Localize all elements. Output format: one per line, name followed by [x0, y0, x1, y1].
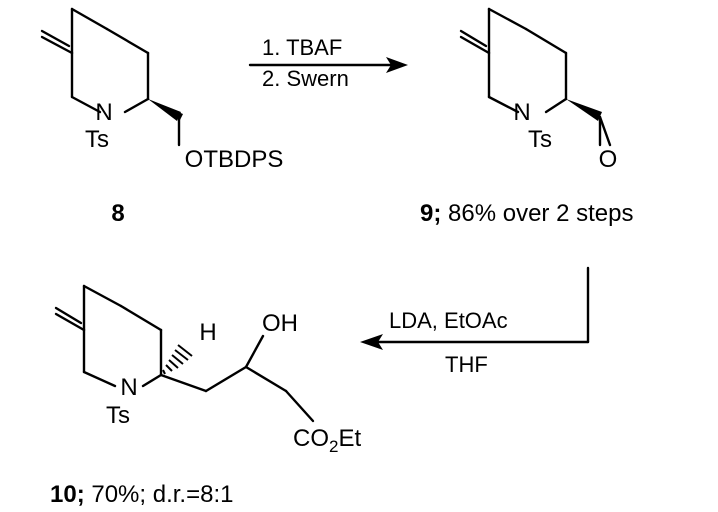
compound-10-ester-subscript: 2: [329, 437, 338, 456]
compound-9-nitrogen: N: [513, 99, 530, 126]
compound-9-oxygen: O: [599, 146, 618, 173]
step-2: LDA, EtOAc THF: [360, 266, 590, 377]
step-1-condition-2: 2. Swern: [262, 66, 349, 91]
compound-8-nitrogen: N: [95, 99, 112, 126]
compound-9-bonds: [459, 7, 612, 147]
compound-9: N Ts O 9; 86% over 2 steps: [420, 7, 633, 227]
compound-8-label: 8: [111, 200, 124, 227]
compound-10: N Ts H OH CO2Et 10; 70%; d.r.=8:1: [50, 284, 361, 508]
step-2-arrowhead: [360, 334, 383, 350]
compound-9-label: 9;: [420, 200, 441, 227]
step-1-arrowhead: [386, 57, 408, 73]
compound-9-caption: 9; 86% over 2 steps: [420, 200, 633, 227]
compound-10-hashed-bond: [162, 344, 193, 375]
step-2-reagents: LDA, EtOAc: [389, 308, 508, 333]
compound-9-yield: 86% over 2 steps: [441, 200, 633, 227]
compound-10-ester-et: Et: [338, 425, 361, 452]
compound-10-label: 10;: [50, 481, 85, 508]
compound-8-tosyl-group: Ts: [85, 126, 109, 153]
compound-10-tosyl-group: Ts: [106, 402, 130, 429]
step-2-solvent: THF: [445, 352, 488, 377]
compound-10-nitrogen: N: [120, 374, 137, 401]
compound-10-ester: CO2Et: [293, 425, 361, 456]
compound-9-tosyl-group: Ts: [528, 126, 552, 153]
compound-10-yield: 70%; d.r.=8:1: [85, 481, 234, 508]
compound-10-hydrogen: H: [199, 319, 216, 346]
compound-8-otbdps-group: OTBDPS: [185, 146, 284, 173]
step-1-condition-1: 1. TBAF: [262, 35, 342, 60]
compound-10-ester-co: CO: [293, 425, 329, 452]
compound-10-hydroxyl: OH: [262, 310, 298, 337]
step-1: 1. TBAF 2. Swern: [248, 35, 408, 91]
compound-10-bonds: [54, 284, 315, 423]
compound-8: N Ts OTBDPS 8: [40, 7, 284, 227]
compound-8-bonds: [40, 7, 183, 147]
compound-9-wedge-bond: [566, 99, 602, 121]
compound-10-caption: 10; 70%; d.r.=8:1: [50, 481, 233, 508]
